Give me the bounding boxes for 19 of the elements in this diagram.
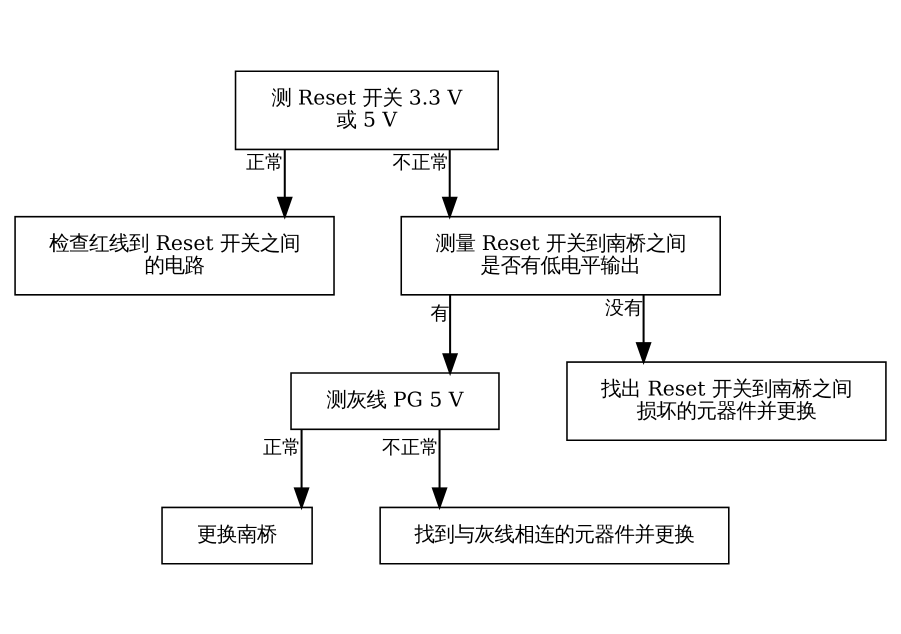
edge-label: 不正常 (382, 437, 440, 458)
arrow (276, 150, 293, 220)
edge-label: 没有 (605, 298, 644, 319)
arrow (442, 294, 458, 376)
node-box: 检查红线到 Reset 开关之间的电路 (14, 215, 335, 296)
node-box: 找出 Reset 开关到南桥之间损坏的元器件并更换 (566, 360, 887, 441)
arrow (442, 150, 458, 220)
arrow (432, 429, 448, 510)
node-box: 更换南桥 (161, 506, 313, 564)
node-box: 测量 Reset 开关到南桥之间是否有低电平输出 (400, 215, 721, 296)
edge-label: 不正常 (392, 152, 450, 174)
edge-label: 正常 (263, 437, 302, 458)
edge-label: 有 (430, 303, 450, 324)
node-box: 测 Reset 开关 3.3 V 或 5 V (234, 70, 499, 150)
edge-label: 正常 (246, 152, 284, 174)
arrow (636, 294, 652, 365)
arrow (294, 429, 310, 510)
node-box: 测灰线 PG 5 V (290, 372, 500, 430)
node-box: 找到与灰线相连的元器件并更换 (379, 506, 730, 564)
